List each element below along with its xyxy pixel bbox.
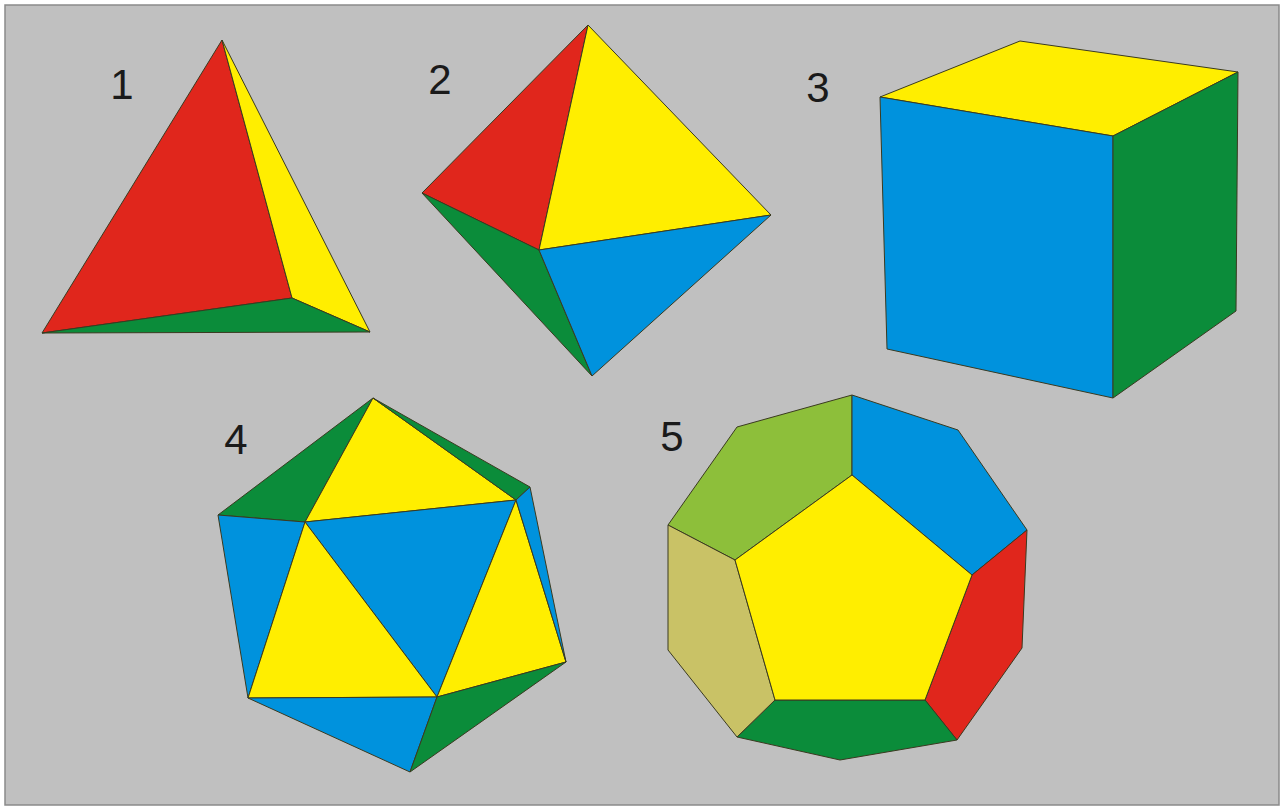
dodecahedron	[668, 395, 1027, 760]
tetrahedron	[42, 40, 370, 333]
callout-number: 2	[428, 59, 451, 101]
cube	[880, 41, 1238, 398]
octahedron	[422, 25, 771, 376]
callout-number: 1	[110, 64, 133, 106]
icosahedron	[218, 398, 566, 772]
background	[5, 5, 1279, 805]
callout-number: 4	[224, 419, 247, 461]
callout-number: 5	[660, 416, 683, 458]
callout-number: 3	[806, 67, 829, 109]
